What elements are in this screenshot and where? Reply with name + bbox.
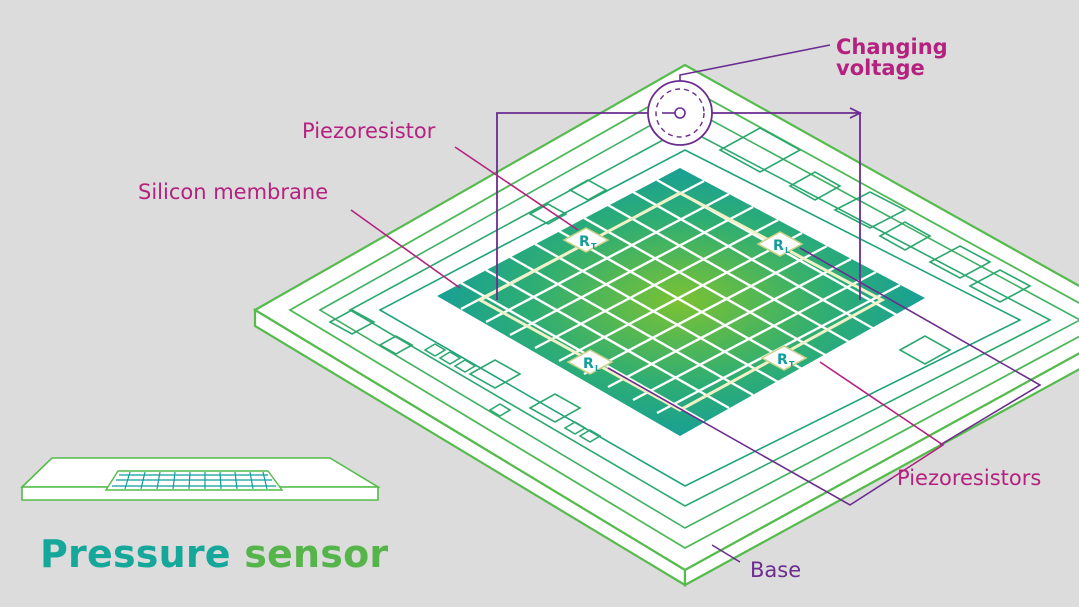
label-piezoresistors: Piezoresistors	[897, 466, 1042, 490]
resistor-right: R L	[756, 231, 804, 257]
title-word-sensor: sensor	[244, 532, 389, 576]
label-base: Base	[750, 558, 802, 582]
resistor-bottom: R T	[760, 345, 808, 371]
page-title: Pressure sensor	[40, 532, 388, 576]
leader-lines	[350, 44, 1042, 563]
svg-text:L: L	[595, 364, 600, 373]
silicon-membrane	[437, 168, 925, 436]
voltage-circuit	[496, 107, 863, 300]
mini-sensor-icon	[20, 457, 381, 501]
label-changing-voltage: Changing voltage	[836, 35, 948, 81]
resistor-left: R L	[566, 349, 614, 375]
svg-text:R: R	[583, 356, 594, 372]
label-silicon-membrane: Silicon membrane	[138, 180, 329, 204]
svg-text:L: L	[785, 246, 790, 255]
voltage-source-icon	[647, 80, 713, 146]
circuit-pads	[328, 127, 1032, 443]
resistor-top: R T	[562, 227, 610, 253]
svg-text:T: T	[789, 360, 795, 369]
label-piezoresistor: Piezoresistor	[302, 119, 436, 143]
svg-text:T: T	[591, 242, 597, 251]
svg-text:R: R	[777, 352, 788, 368]
title-word-pressure: Pressure	[40, 532, 231, 576]
svg-text:R: R	[579, 234, 590, 250]
svg-text:R: R	[773, 238, 784, 254]
